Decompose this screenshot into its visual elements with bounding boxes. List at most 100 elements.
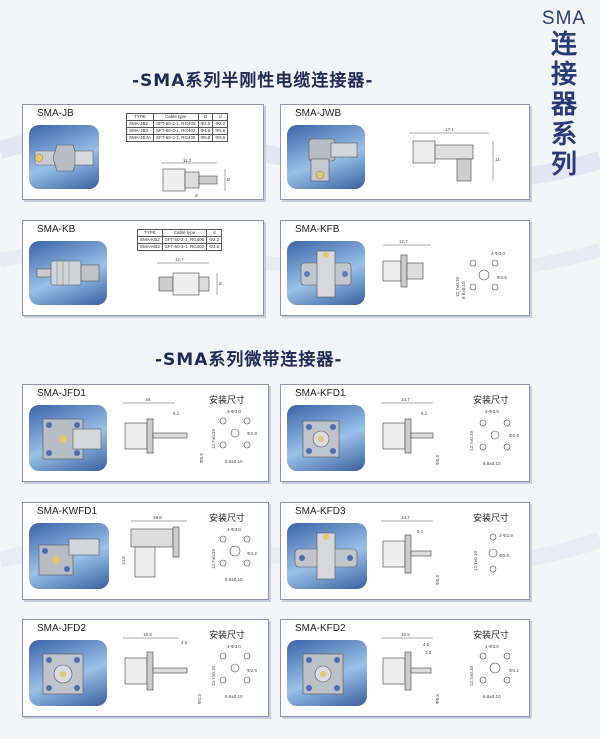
svg-text:Φ0.9: Φ0.9	[199, 453, 204, 463]
product-name: SMA-JFD2	[37, 623, 86, 634]
svg-text:d: d	[219, 281, 222, 286]
install-pattern	[219, 417, 251, 449]
connector-jack-icon	[36, 260, 100, 286]
product-name: SMA-KFD2	[295, 623, 346, 634]
product-name: SMA-KFD3	[295, 506, 346, 517]
svg-text:Φ2.9: Φ2.9	[247, 668, 257, 673]
svg-text:Φ4.2: Φ4.2	[509, 668, 519, 673]
svg-text:d: d	[195, 193, 198, 198]
dimension-drawing: 11.2 D d	[161, 158, 231, 198]
svg-text:Φ3.6: Φ3.6	[497, 275, 507, 280]
svg-text:12.7±0.10: 12.7±0.10	[469, 431, 474, 451]
svg-text:12.7±0.10: 12.7±0.10	[469, 666, 474, 686]
side-title: SMA 连 接 器 系 列	[540, 8, 588, 180]
product-card-sma-kfd1: SMA-KFD1 安装尺寸 14.7 5.1 Φ0.9 4-Φ3.0 Φ2.9 …	[280, 384, 530, 482]
svg-text:12.7±0.10: 12.7±0.10	[211, 429, 216, 449]
dimension-drawing: 18.8 14.6 4-Φ3.0 Φ4.2 8.8±0.10 12.7±0.10	[121, 515, 257, 582]
connector-flange-icon	[302, 420, 340, 458]
svg-text:14.7: 14.7	[401, 515, 410, 520]
connector-flange-icon	[42, 653, 84, 695]
install-label: 安装尺寸	[209, 514, 246, 524]
product-photo	[287, 405, 365, 471]
svg-text:12.7: 12.7	[175, 257, 184, 262]
svg-text:8.8±0.10: 8.8±0.10	[225, 694, 243, 699]
dimension-drawing: 17.1 11	[409, 127, 500, 182]
product-card-sma-jwb: SMA-JWB 17.1 11	[280, 104, 530, 200]
svg-text:4-Φ3.0: 4-Φ3.0	[227, 527, 241, 532]
connector-two-hole-flange-icon	[294, 532, 358, 580]
svg-text:Φ2.9: Φ2.9	[247, 431, 257, 436]
product-photo	[29, 125, 99, 189]
side-title-char: 列	[550, 150, 577, 180]
svg-text:8.8±0.10: 8.8±0.10	[461, 281, 466, 299]
svg-text:12.7: 12.7	[399, 239, 408, 244]
product-card-sma-jfd2: SMA-JFD2 安装尺寸 18.8 4.0 Φ1.3 4-Φ3.0 Φ2.9 …	[22, 619, 269, 717]
install-pattern	[219, 535, 251, 567]
connector-right-angle-flange-icon	[38, 538, 100, 576]
install-label: 安装尺寸	[473, 631, 510, 641]
product-photo	[29, 241, 107, 305]
svg-text:8.8±0.10: 8.8±0.10	[483, 461, 501, 466]
install-label: 安装尺寸	[473, 514, 510, 524]
install-pattern	[488, 533, 498, 573]
svg-text:8.8±0.10: 8.8±0.10	[225, 459, 243, 464]
svg-text:8.8±0.10: 8.8±0.10	[225, 577, 243, 582]
connector-right-angle-icon	[308, 138, 358, 182]
product-card-sma-kfd3: SMA-KFD3 安装尺寸 14.7 5.1 Φ0.9 2-Φ2.8 Φ0.9 …	[280, 502, 530, 600]
svg-text:2.5: 2.5	[425, 650, 432, 655]
svg-text:2-Φ2.8: 2-Φ2.8	[499, 533, 513, 538]
install-label: 安装尺寸	[209, 631, 246, 641]
product-photo	[29, 405, 107, 471]
product-card-sma-kwfd1: SMA-KWFD1 安装尺寸 18.8 14.6 4-Φ3.0 Φ4.2 8.8…	[22, 502, 269, 600]
svg-text:15.5: 15.5	[401, 632, 410, 637]
product-name: SMA-KFD1	[295, 388, 346, 399]
side-title-latin: SMA	[541, 8, 587, 29]
side-title-char: 器	[550, 90, 577, 120]
svg-text:Φ4.2: Φ4.2	[247, 551, 257, 556]
svg-text:Φ0.9: Φ0.9	[435, 575, 440, 585]
svg-text:11: 11	[495, 157, 500, 162]
svg-text:4-Φ3.0: 4-Φ3.0	[227, 644, 241, 649]
svg-text:18.8: 18.8	[153, 515, 162, 520]
svg-text:Φ0.9: Φ0.9	[499, 553, 509, 558]
section-title-semi-rigid: -SMA系列半刚性电缆连接器-	[132, 71, 374, 91]
svg-text:8.8±0.10: 8.8±0.10	[483, 694, 501, 699]
product-photo	[287, 241, 365, 305]
dimension-drawing: 18 5.1 Φ0.9 4-Φ3.0 Φ2.9 8.8±0.10 12.7±0.…	[123, 397, 257, 464]
svg-text:18.8: 18.8	[143, 632, 152, 637]
side-title-char: 接	[550, 60, 577, 90]
svg-text:4-Φ3.0: 4-Φ3.0	[485, 409, 499, 414]
connector-flange-icon	[300, 250, 352, 298]
product-name: SMA-KWFD1	[37, 506, 97, 517]
product-photo	[287, 523, 367, 589]
side-title-char: 系	[550, 120, 577, 150]
svg-text:4-Φ3.0: 4-Φ3.0	[485, 644, 499, 649]
svg-text:12.7±0.10: 12.7±0.10	[455, 277, 460, 297]
install-label: 安装尺寸	[209, 396, 246, 406]
dimension-drawing: 15.5 4.0 2.5 Φ0.9 4-Φ3.0 Φ4.2 8.8±0.10 1…	[381, 632, 519, 704]
svg-text:Φ0.9: Φ0.9	[435, 455, 440, 465]
svg-text:5.1: 5.1	[173, 411, 180, 416]
connector-flange-icon	[42, 418, 102, 460]
svg-text:5.1: 5.1	[421, 411, 428, 416]
connector-straight-icon	[34, 144, 94, 172]
dimension-drawing: 12.7 d	[157, 257, 222, 296]
svg-text:18: 18	[145, 397, 151, 402]
product-name: SMA-JB	[37, 108, 74, 119]
product-photo	[29, 640, 107, 706]
svg-text:12.7±0.10: 12.7±0.10	[211, 666, 216, 686]
install-pattern	[479, 652, 511, 684]
svg-text:D: D	[227, 177, 231, 182]
svg-text:14.7: 14.7	[401, 397, 410, 402]
product-photo	[287, 125, 365, 189]
install-pattern	[479, 419, 511, 451]
side-title-char: 连	[550, 30, 577, 60]
svg-text:Φ1.3: Φ1.3	[197, 694, 202, 704]
product-card-sma-kfd2: SMA-KFD2 安装尺寸 15.5 4.0 2.5 Φ0.9 4-Φ3.0 Φ…	[280, 619, 530, 717]
svg-text:14.6: 14.6	[121, 556, 126, 565]
product-photo	[29, 523, 109, 589]
